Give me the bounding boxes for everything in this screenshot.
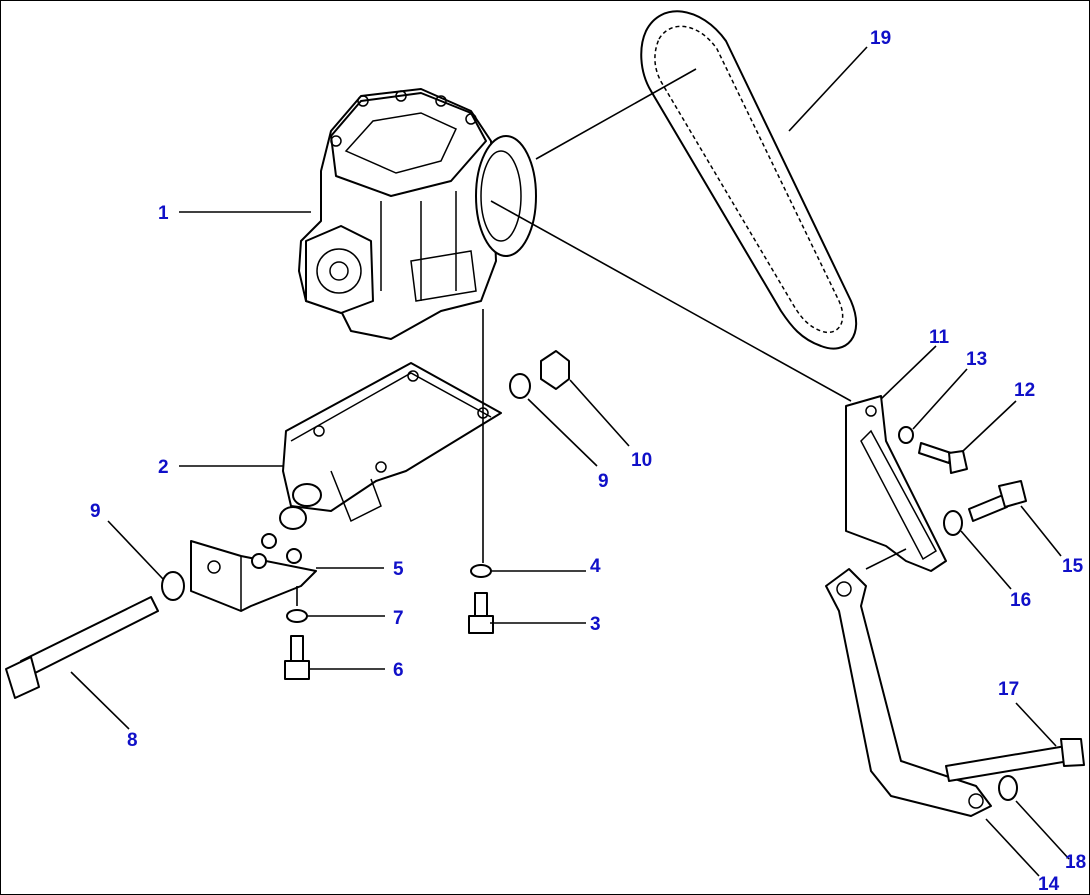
- washer-13: [898, 426, 914, 444]
- adjusting-arm: [825, 568, 992, 817]
- bolt-3-head: [468, 615, 494, 634]
- bolt-17-head: [1060, 738, 1085, 767]
- bolt-12-shank: [918, 442, 952, 464]
- callout-8: 8: [127, 730, 138, 751]
- callout-18: 18: [1065, 852, 1086, 873]
- v-belt: [640, 10, 858, 350]
- bolt-3-shank: [474, 592, 488, 617]
- compressor: [298, 88, 537, 340]
- washer-16: [943, 510, 963, 536]
- washer-18: [998, 775, 1018, 801]
- l-bracket: [190, 533, 317, 612]
- callout-12: 12: [1014, 380, 1035, 401]
- callout-3: 3: [590, 614, 601, 635]
- bolt-15-shank: [968, 494, 1008, 522]
- callout-1: 1: [158, 203, 169, 224]
- nut: [540, 350, 570, 390]
- callout-15: 15: [1062, 556, 1084, 577]
- bolt-6-shank: [290, 635, 304, 662]
- callout-14: 14: [1038, 874, 1060, 894]
- callout-6: 6: [393, 660, 404, 681]
- bolt-6-head: [284, 660, 310, 680]
- callout-19: 19: [870, 28, 891, 49]
- bolt-15-head: [998, 480, 1027, 508]
- callout-5: 5: [393, 559, 404, 580]
- bolt-12-head: [948, 450, 968, 474]
- callout-11: 11: [929, 327, 950, 348]
- lock-washer-4: [470, 564, 492, 578]
- long-bolt: [5, 596, 159, 699]
- callout-10: 10: [631, 450, 652, 471]
- callout-4: 4: [590, 556, 601, 577]
- washer-left: [161, 571, 185, 601]
- callout-16: 16: [1010, 590, 1031, 611]
- washer-right: [509, 373, 531, 399]
- callout-17: 17: [998, 679, 1019, 700]
- adjuster-plate: [845, 395, 947, 572]
- callout-9-right: 9: [598, 471, 609, 492]
- callout-9-left: 9: [90, 501, 101, 522]
- mounting-bracket: [279, 362, 502, 530]
- callout-7: 7: [393, 608, 404, 629]
- lock-washer-7: [286, 609, 308, 623]
- callout-13: 13: [966, 349, 987, 370]
- leader-lines: [70, 46, 1070, 877]
- callout-2: 2: [158, 457, 169, 478]
